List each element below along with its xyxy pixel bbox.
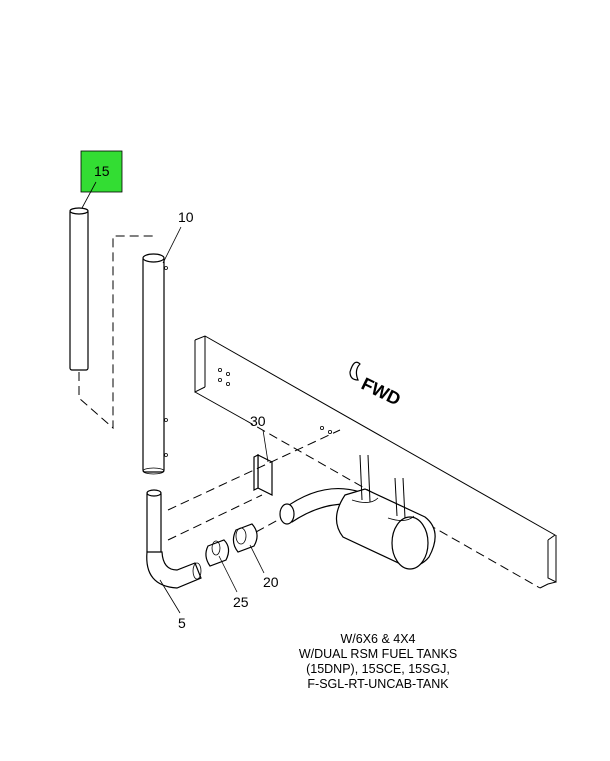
callout-15-highlight[interactable]: 15: [80, 150, 123, 209]
callout-30-label: 30: [250, 413, 266, 429]
callout-10[interactable]: 10: [162, 209, 194, 264]
callout-30[interactable]: 30: [250, 413, 269, 463]
applicability-note: W/6X6 & 4X4 W/DUAL RSM FUEL TANKS (15DNP…: [299, 632, 457, 691]
note-line-2: W/DUAL RSM FUEL TANKS: [299, 647, 457, 661]
callout-20[interactable]: 20: [249, 544, 279, 590]
callout-25-label: 25: [233, 594, 249, 610]
callout-10-label: 10: [178, 209, 194, 225]
part-25-clamp: [205, 539, 230, 567]
callout-20-label: 20: [263, 574, 279, 590]
callout-15-label: 15: [94, 163, 110, 179]
fwd-label: FWD: [358, 374, 404, 410]
callout-5[interactable]: 5: [159, 579, 186, 631]
forward-direction-arrow-icon: FWD: [349, 361, 404, 410]
part-20-connector: [232, 519, 279, 553]
callout-5-label: 5: [178, 615, 186, 631]
note-line-4: F-SGL-RT-UNCAB-TANK: [307, 677, 449, 691]
muffler-assembly: [279, 454, 436, 570]
part-15-pipe: [69, 207, 156, 430]
part-30-bracket: [167, 429, 341, 541]
part-10-stack-pipe: [142, 253, 168, 475]
note-line-3: (15DNP), 15SCE, 15SGJ,: [306, 662, 450, 676]
note-line-1: W/6X6 & 4X4: [340, 632, 415, 646]
callout-25[interactable]: 25: [218, 555, 249, 610]
part-5-elbow: [146, 489, 202, 589]
